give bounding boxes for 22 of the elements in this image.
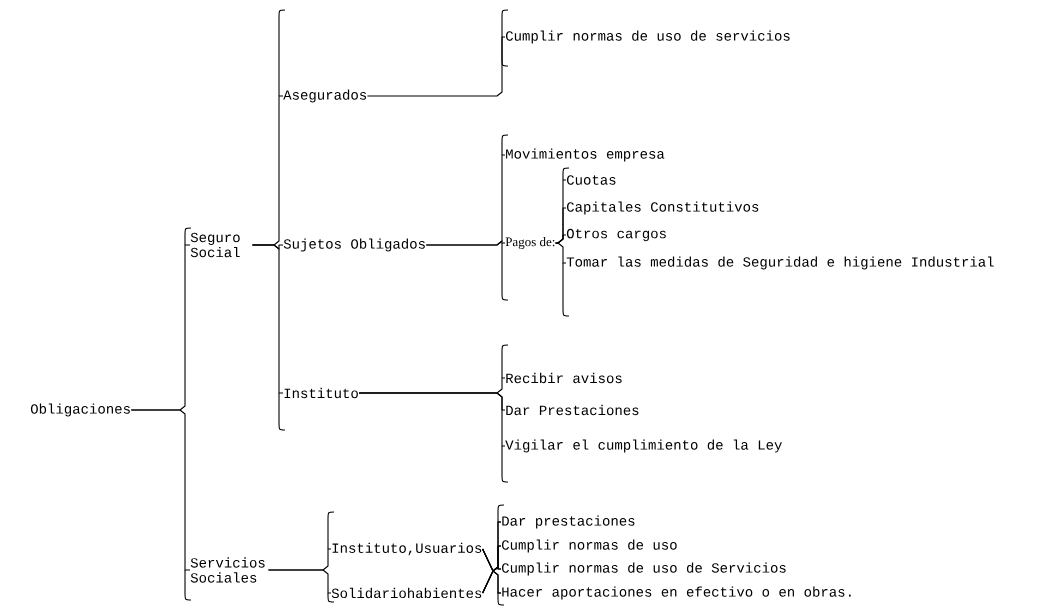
label-text: Instituto	[284, 387, 358, 399]
label-text: Cumplir normas de uso	[501, 539, 677, 553]
label-text: Movimientos empresa	[506, 148, 665, 162]
label-text: Servicios Sociales	[190, 557, 265, 583]
label-text: Cumplir normas de uso de Servicios	[501, 562, 786, 576]
label-text: Dar prestaciones	[502, 515, 635, 529]
label-text: Seguro Social	[190, 232, 240, 258]
label-text: Pagos de:	[505, 237, 555, 249]
label-text: Dar Prestaciones	[506, 404, 639, 416]
label-text: Obligaciones	[30, 403, 130, 417]
label-text: Otros cargos	[566, 228, 666, 242]
label-text: Recibir avisos	[506, 372, 622, 384]
label-text: Tomar las medidas de Seguridad e higiene Industrial	[566, 256, 994, 270]
label-text: Cumplir normas de uso de servicios	[505, 30, 790, 44]
label-text: Sujetos Obligados	[283, 238, 425, 252]
label-text: Vigilar el cumplimiento de la Ley	[505, 439, 782, 453]
label-text: Cuotas	[566, 175, 616, 185]
label-text: Solidariohabientes	[331, 587, 482, 599]
label-text: Capitales Constitutivos	[566, 201, 759, 215]
label-text: Hacer aportaciones en efectivo o en obras.	[502, 586, 851, 600]
label-text: Asegurados	[283, 89, 367, 103]
label-text: Instituto,Usuarios	[332, 542, 482, 556]
